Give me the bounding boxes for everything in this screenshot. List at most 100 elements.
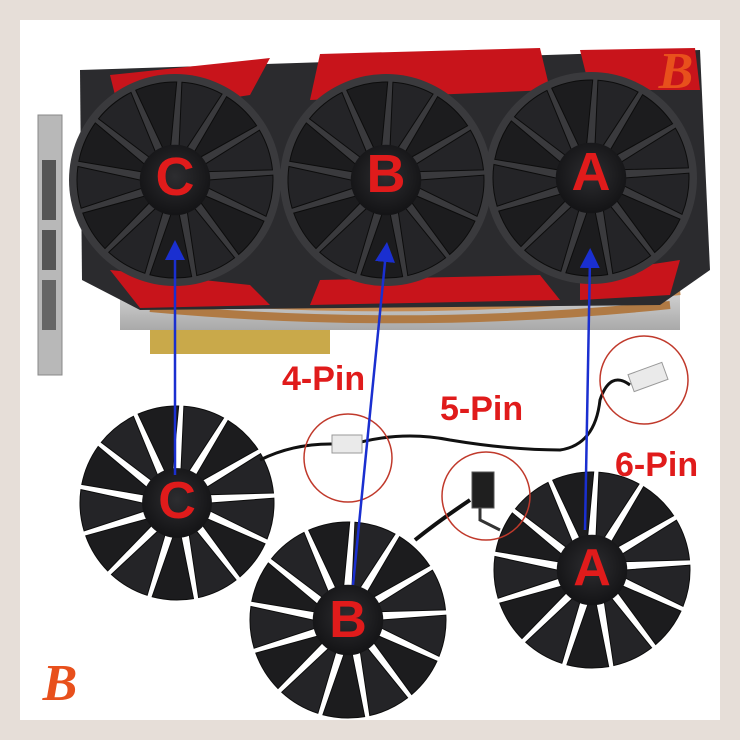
fan-blade: [293, 195, 362, 250]
fan-blade: [513, 89, 573, 157]
fan-blade: [351, 521, 396, 590]
fan-blade: [609, 93, 674, 157]
label-4-pin: 4-Pin: [282, 360, 365, 398]
fan-hub: [142, 468, 212, 538]
fan-blade: [389, 81, 434, 150]
card-fan-c: [69, 74, 281, 286]
label-card-fan-c: C: [156, 147, 195, 207]
product-photo: C B A C B A 4-Pin 5-Pin 6-Pin B B: [20, 20, 720, 720]
fan-blade: [97, 91, 157, 159]
highlight-circle-5pin: [441, 451, 531, 541]
fan-blade: [397, 206, 447, 277]
fan-cables: [259, 361, 669, 542]
fan-blade: [366, 535, 431, 599]
highlight-circle-4pin: [303, 413, 393, 503]
brand-logo-top: B: [658, 43, 694, 100]
fan-blade: [404, 95, 469, 159]
fan-blade: [199, 194, 265, 256]
fan-blade: [499, 585, 568, 640]
fan-blade: [414, 129, 485, 173]
arrow-b: [351, 242, 395, 586]
card-fan-a: [485, 72, 697, 284]
cable: [413, 498, 472, 542]
fan-hub: [312, 584, 384, 656]
fan-blade: [108, 207, 164, 274]
graphics-card: [37, 48, 710, 376]
io-port: [42, 160, 56, 220]
fan-blade: [135, 81, 178, 150]
fan-blade: [359, 646, 409, 717]
arrow-a: [579, 248, 600, 531]
fan-blade: [193, 95, 258, 159]
brand-logo-bottom: B: [42, 655, 78, 712]
fan-blade: [495, 512, 563, 563]
fan-blade: [76, 165, 144, 209]
fan-blade: [492, 163, 560, 207]
fan-blade: [79, 489, 146, 532]
loose-fans: [79, 405, 691, 719]
fan-blade: [319, 207, 375, 274]
fan-blade: [524, 205, 580, 272]
fan-blade: [551, 79, 594, 148]
fan-hub: [350, 144, 422, 216]
fan-hub: [555, 142, 627, 214]
fan-blade: [603, 596, 653, 667]
fan-blade: [610, 485, 675, 549]
fan-blade: [552, 471, 595, 540]
fan-blade: [206, 174, 274, 218]
fan-blade: [417, 174, 485, 218]
fan-blade: [615, 192, 681, 254]
fan-blade: [525, 597, 581, 664]
fan-hub: [556, 534, 628, 606]
fan-blade: [205, 452, 275, 496]
fan-blade: [188, 529, 237, 599]
fan-blade: [372, 634, 438, 696]
fan-blade: [180, 405, 225, 473]
fan-blade: [82, 195, 151, 250]
loose-fan-b: [249, 521, 447, 719]
fan-blade: [186, 206, 236, 277]
fan-blade: [251, 562, 319, 613]
fan-blade: [85, 518, 153, 572]
fan-blade: [281, 647, 337, 714]
highlight-circle-6pin: [599, 335, 689, 425]
fan-blade: [602, 204, 652, 275]
fan-blade: [203, 129, 274, 173]
connector-4pin: [331, 434, 363, 454]
fan-blade: [379, 614, 447, 658]
fan-blade: [100, 415, 159, 482]
fan-blade: [616, 584, 682, 646]
label-card-fan-a: A: [572, 142, 611, 202]
fan-blade: [81, 445, 149, 496]
fan-blade: [346, 81, 389, 150]
fan-blade: [594, 79, 639, 148]
label-loose-fan-c: C: [158, 472, 196, 530]
heat-pipe: [149, 301, 671, 324]
fan-blade: [110, 529, 166, 596]
fan-blade: [78, 122, 146, 173]
red-accent: [580, 260, 680, 300]
label-loose-fan-b: B: [329, 591, 367, 649]
fan-blade: [208, 497, 275, 540]
fan-blade: [308, 521, 351, 590]
connector-6pin: [627, 361, 669, 393]
fan-blade: [195, 419, 259, 482]
fan-blade: [287, 165, 355, 209]
io-port: [42, 280, 56, 330]
fan-blade: [493, 555, 561, 599]
fan-blade: [178, 81, 223, 150]
gold-contacts: [150, 330, 330, 354]
fan-blade: [410, 194, 476, 256]
fan-blade: [137, 405, 180, 473]
fan-blade: [289, 122, 357, 173]
fan-blade: [595, 471, 640, 540]
io-port: [42, 230, 56, 270]
fan-blade: [308, 91, 368, 159]
fan-blade: [376, 569, 447, 613]
fan-blade: [249, 605, 317, 649]
fan-blade: [623, 564, 691, 608]
fan-blade: [201, 517, 266, 578]
fan-blade: [322, 652, 366, 719]
red-accent: [310, 275, 560, 305]
